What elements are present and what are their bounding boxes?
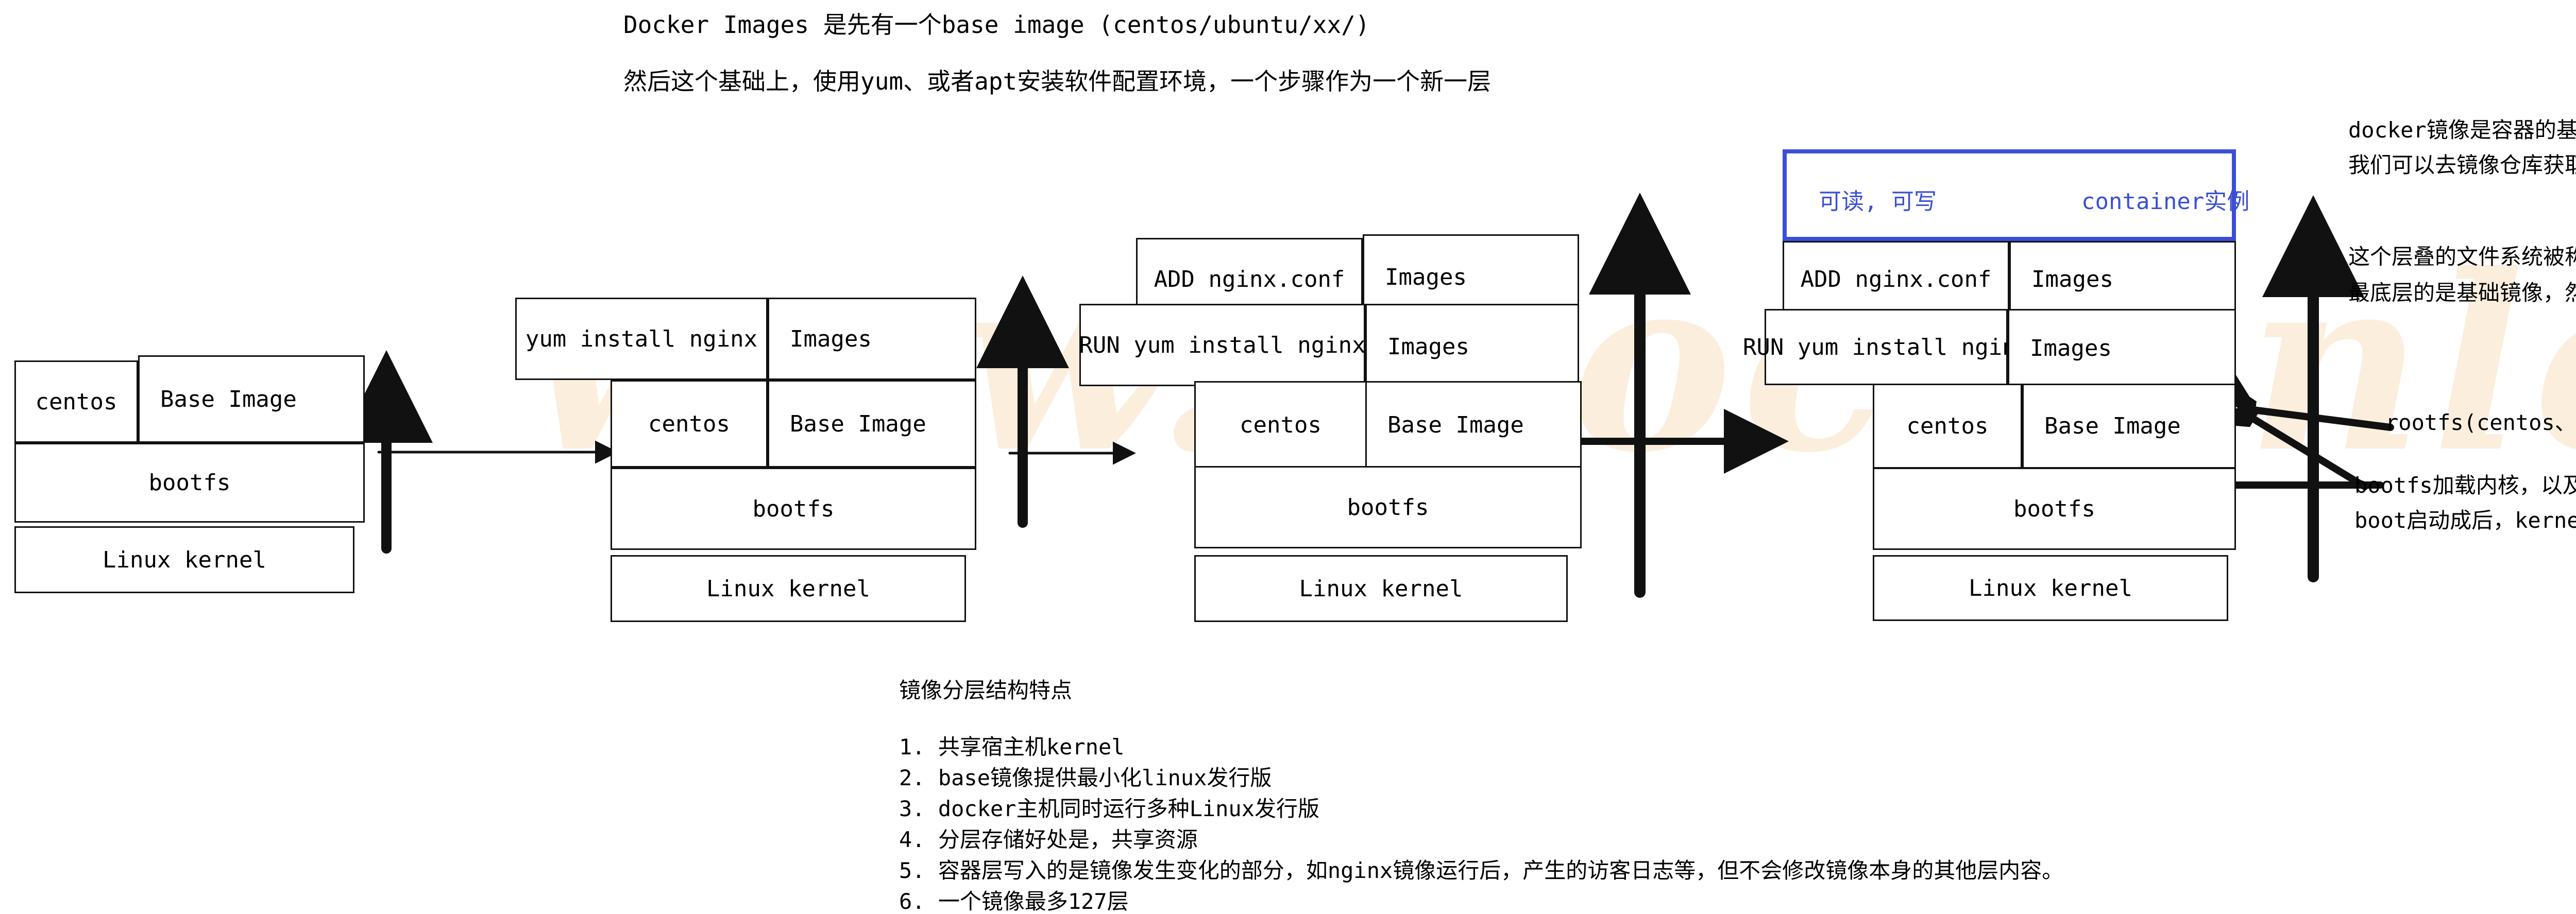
- stack-1-layer-0-left: centos: [14, 360, 138, 443]
- image-note-line-1: docker镜像是容器的基石，是一个层叠的只读文件系统；: [2348, 117, 2576, 143]
- bootfs-note-line-2: boot启动成后，kernel程序加载在内存中，以及加载rootfs（也就是我们…: [2354, 508, 2576, 533]
- feature-item-6: 6. 一个镜像最多127层: [899, 889, 1129, 914]
- rootfs-pointer-arrow: [2241, 408, 2394, 427]
- stack-4-layer-1-right: Images: [2008, 309, 2236, 388]
- stack-4-layer-2-right: Base Image: [2022, 384, 2236, 469]
- stack-4-layer-3: bootfs: [1873, 468, 2236, 550]
- stack-4-layer-2-left: centos: [1873, 384, 2022, 469]
- feature-item-4: 4. 分层存储好处是，共享资源: [899, 827, 1198, 852]
- stack-2-layer-1-left: centos: [611, 380, 768, 468]
- stack-3-layer-1-left: RUN yum install nginx: [1079, 304, 1366, 386]
- feature-item-3: 3. docker主机同时运行多种Linux发行版: [899, 796, 1320, 821]
- header-line-1: Docker Images 是先有一个base image (centos/ub…: [623, 11, 1370, 39]
- stack-2-layer-0-left: yum install nginx: [515, 298, 768, 380]
- bootfs-note-line-1: bootfs加载内核，以及引导启动程序；: [2354, 473, 2576, 498]
- container-layer-left-label: 可读, 可写: [1819, 188, 1937, 215]
- stack-2-layer-2: bootfs: [611, 468, 976, 550]
- features-title: 镜像分层结构特点: [899, 678, 1073, 703]
- stack-4-layer-0-left: ADD nginx.conf: [1783, 241, 2009, 317]
- stack-1-layer-2: Linux kernel: [14, 526, 354, 593]
- stack-3-layer-1-right: Images: [1365, 304, 1579, 390]
- image-note-line-2: 我们可以去镜像仓库获取，也可以基于现有的镜像，添加为新的镜像。: [2348, 152, 2576, 178]
- stack-2-layer-0-right: Images: [768, 298, 976, 380]
- stack-3-layer-4: Linux kernel: [1194, 555, 1568, 622]
- stack-4-layer-1-left: RUN yum install nginx: [1743, 309, 2029, 385]
- rootfs-note: rootfs(centos、ubuntu)基础镜像: [2385, 410, 2576, 435]
- stack-3-layer-2-left: centos: [1194, 381, 1367, 469]
- bootfs-pointer-arrow: [2242, 412, 2368, 490]
- header-line-2: 然后这个基础上，使用yum、或者apt安装软件配置环境，一个步骤作为一个新一层: [623, 67, 1492, 95]
- stack-2-layer-3: Linux kernel: [611, 555, 966, 622]
- stack-4-layer-0-right: Images: [2009, 241, 2236, 317]
- stack-1-layer-1: bootfs: [14, 443, 365, 523]
- container-layer-box: [1783, 149, 2236, 241]
- union-note-line-2: 最底层的是基础镜像，然后依次类推为父镜像；: [2348, 280, 2576, 305]
- container-layer-right-label: container实例: [2081, 188, 2250, 215]
- feature-item-5: 5. 容器层写入的是镜像发生变化的部分，如nginx镜像运行后，产生的访客日志等…: [899, 858, 2064, 883]
- feature-item-2: 2. base镜像提供最小化linux发行版: [899, 765, 1272, 790]
- stack-2-layer-1-right: Base Image: [768, 380, 976, 468]
- feature-item-1: 1. 共享宿主机kernel: [899, 734, 1125, 760]
- right-arrow-3: [1572, 409, 1789, 474]
- stack-3-layer-3: bootfs: [1194, 466, 1582, 548]
- stack-3-layer-2-right: Base Image: [1365, 381, 1582, 469]
- stack-4-layer-4: Linux kernel: [1873, 555, 2228, 621]
- union-note-line-1: 这个层叠的文件系统被称为联合加载技术，加载多个文件系统，联合起来为一整个文件系统…: [2348, 244, 2576, 269]
- stack-1-layer-0-right: Base Image: [138, 355, 365, 443]
